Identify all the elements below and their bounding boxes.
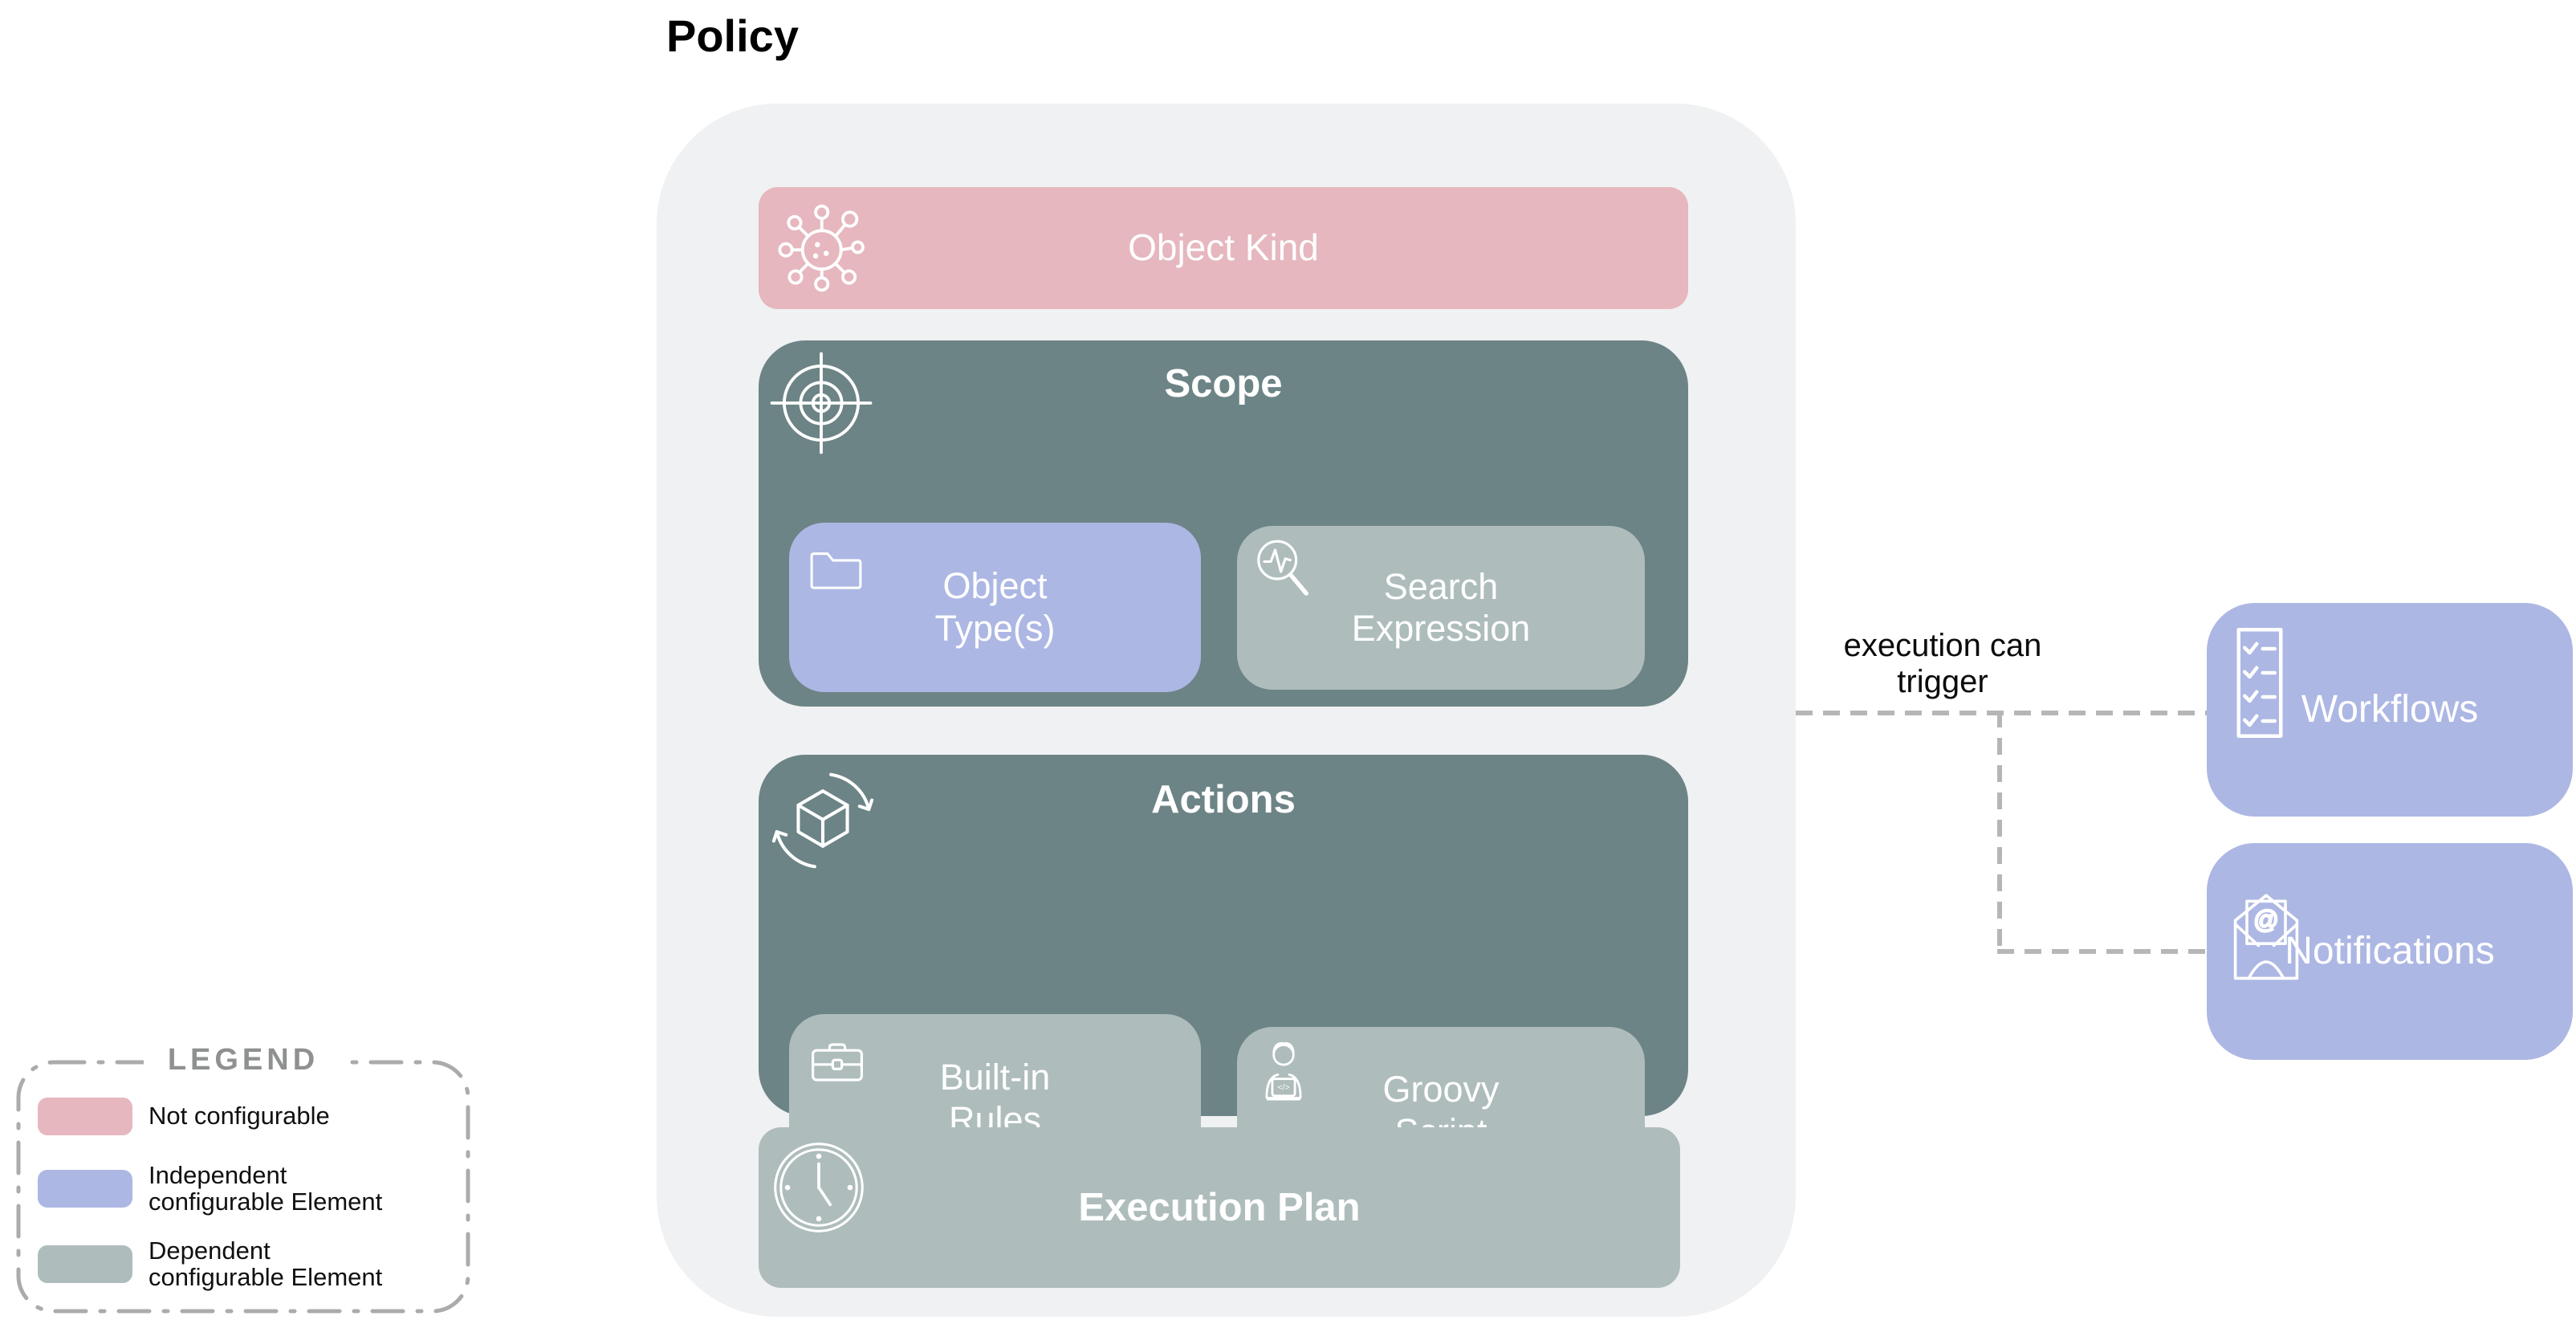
legend-swatch-pink xyxy=(38,1098,132,1135)
cycle-cube-icon xyxy=(767,764,879,877)
scope-section: Scope Object Type(s) Search E xyxy=(759,340,1688,707)
legend-title: LEGEND xyxy=(16,1040,470,1080)
svg-text:@: @ xyxy=(2253,906,2279,934)
groovy-developer-icon: </> xyxy=(1248,1035,1319,1113)
legend-item-dependent: Dependent configurable Element xyxy=(38,1236,383,1291)
legend-item-independent: Independent configurable Element xyxy=(38,1161,383,1216)
policy-container: Object Kind Scope Object Type(s) xyxy=(657,104,1796,1317)
search-expression-label: Search Expression xyxy=(1351,565,1531,649)
search-expression-icon xyxy=(1250,536,1322,608)
legend: LEGEND Not configurable Independent conf… xyxy=(16,1040,470,1314)
legend-label: Dependent configurable Element xyxy=(149,1236,383,1291)
checklist-icon xyxy=(2236,625,2284,740)
legend-label: Independent configurable Element xyxy=(149,1161,383,1216)
actions-title: Actions xyxy=(1151,778,1296,821)
search-expression-box: Search Expression xyxy=(1237,526,1645,690)
execution-plan-label: Execution Plan xyxy=(1078,1185,1361,1229)
object-kind-label: Object Kind xyxy=(1128,226,1319,269)
legend-item-not-configurable: Not configurable xyxy=(38,1098,330,1135)
workflows-box: Workflows xyxy=(2207,603,2573,817)
connector-line-vertical xyxy=(1997,711,2002,951)
object-types-label: Object Type(s) xyxy=(934,565,1056,649)
briefcase-icon xyxy=(805,1029,869,1093)
virus-icon xyxy=(776,200,873,296)
page-title: Policy xyxy=(666,10,799,61)
mail-at-icon: @ xyxy=(2226,870,2306,986)
workflows-label: Workflows xyxy=(2301,688,2479,731)
legend-label: Not configurable xyxy=(149,1102,330,1130)
target-icon xyxy=(770,352,873,454)
execution-trigger-annotation: execution can trigger xyxy=(1843,628,2042,699)
svg-text:</>: </> xyxy=(1277,1083,1289,1093)
object-kind-box: Object Kind xyxy=(759,187,1688,309)
object-types-box: Object Type(s) xyxy=(789,523,1201,692)
notifications-label: Notifications xyxy=(2285,930,2495,973)
clock-icon xyxy=(771,1140,866,1235)
folder-icon xyxy=(807,539,868,592)
execution-plan-box: Execution Plan xyxy=(759,1127,1680,1288)
legend-swatch-purple xyxy=(38,1170,132,1208)
actions-section: Actions Built-in Rules xyxy=(759,755,1688,1195)
legend-swatch-sage xyxy=(38,1245,132,1284)
notifications-box: @ Notifications xyxy=(2207,843,2573,1060)
connector-line-to-notifications xyxy=(1997,949,2207,954)
scope-title: Scope xyxy=(1164,362,1283,405)
